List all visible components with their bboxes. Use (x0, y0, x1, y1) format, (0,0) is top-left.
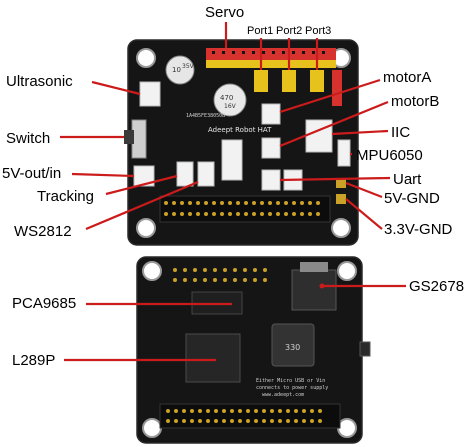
label-l289p: L289P (12, 352, 55, 369)
leader-ultrasonic (91, 80, 141, 96)
center-connector (221, 139, 243, 181)
board-title: Adeept Robot HAT (208, 126, 272, 134)
bottom-leader-lines (64, 283, 406, 362)
uart-connector (261, 169, 281, 191)
label-uart: Uart (393, 171, 422, 188)
label-servo: Servo (205, 4, 244, 21)
mounting-hole (136, 48, 156, 68)
label-gnd-3v3: 3.3V-GND (384, 221, 453, 238)
bottom-note-1: Either Micro USB or Vin (256, 378, 325, 384)
top-labels: Servo Port1 Port2 Port3 Ultrasonic motor… (2, 4, 453, 240)
inductor (271, 323, 315, 367)
label-iic: IIC (391, 124, 410, 141)
top-leader-lines (60, 22, 391, 231)
label-gnd-5v: 5V-GND (384, 190, 440, 207)
switch-knob (124, 130, 134, 144)
ultrasonic-connector (139, 81, 161, 107)
l289p-chip (185, 333, 241, 383)
label-port2: Port2 (276, 25, 302, 37)
inductor-code: 330 (285, 343, 300, 352)
capacitor-mid-voltage: 16V (224, 103, 237, 110)
label-mpu6050: MPU6050 (356, 147, 423, 164)
label-port1: Port1 (247, 25, 273, 37)
gs2678-chip (291, 269, 337, 311)
top-board: 10 35V 470 16V (124, 39, 359, 246)
mpu6050-connector (337, 139, 351, 167)
mounting-hole (142, 418, 162, 438)
capacitor-mid-value: 470 (220, 94, 233, 102)
tracking-connector (176, 161, 194, 187)
bottom-url: www.adeept.com (262, 392, 304, 398)
label-ws2812: WS2812 (14, 223, 72, 240)
leader-gnd-5v (345, 181, 383, 199)
capacitor-top-value: 10 (172, 66, 181, 74)
side-jack (359, 341, 371, 357)
capacitor-mid (213, 83, 247, 117)
gnd-5v-pins (336, 178, 346, 188)
label-port3: Port3 (305, 25, 331, 37)
leader-power-5v (71, 172, 135, 178)
leader-ws2812 (85, 180, 199, 231)
label-ultrasonic: Ultrasonic (6, 73, 73, 90)
top-gpio-header (159, 195, 331, 223)
label-gs2678: GS2678 (409, 278, 464, 295)
mounting-hole (337, 261, 357, 281)
leader-tracking (105, 174, 178, 196)
leader-gs2678-dot (319, 283, 325, 289)
mounting-hole (142, 261, 162, 281)
leader-motor-a (279, 78, 381, 114)
label-motor-b: motorB (391, 93, 439, 110)
switch-body (131, 119, 147, 159)
bottom-note-2: connects to power supply (256, 385, 328, 391)
label-tracking: Tracking (37, 188, 94, 205)
gnd-3v3-pins (336, 194, 346, 204)
capacitor-top-voltage: 35V (182, 63, 195, 70)
mounting-hole (331, 218, 351, 238)
board-serial: 1A4B5FE38050B (186, 113, 225, 119)
gs2678-tab (300, 262, 328, 272)
port-headers (254, 70, 342, 106)
bottom-gpio-header (159, 403, 341, 429)
bottom-labels: GS2678 PCA9685 L289P (12, 278, 464, 369)
leader-motor-b (279, 100, 389, 148)
leader-gnd-3v3 (345, 198, 383, 230)
ws2812-connector (197, 161, 215, 187)
iic-connector (305, 119, 333, 153)
motor-a-connector (261, 103, 281, 125)
bottom-top-pins (173, 268, 267, 282)
mounting-hole (136, 218, 156, 238)
label-power-5v: 5V-out/in (2, 165, 61, 182)
label-motor-a: motorA (383, 69, 431, 86)
leader-iic (331, 129, 389, 136)
leader-uart (279, 176, 391, 182)
label-pca9685: PCA9685 (12, 295, 76, 312)
label-switch: Switch (6, 130, 50, 147)
capacitor-top (165, 55, 195, 85)
motor-b-connector (261, 137, 281, 159)
servo-header (206, 48, 336, 68)
mounting-hole (337, 418, 357, 438)
